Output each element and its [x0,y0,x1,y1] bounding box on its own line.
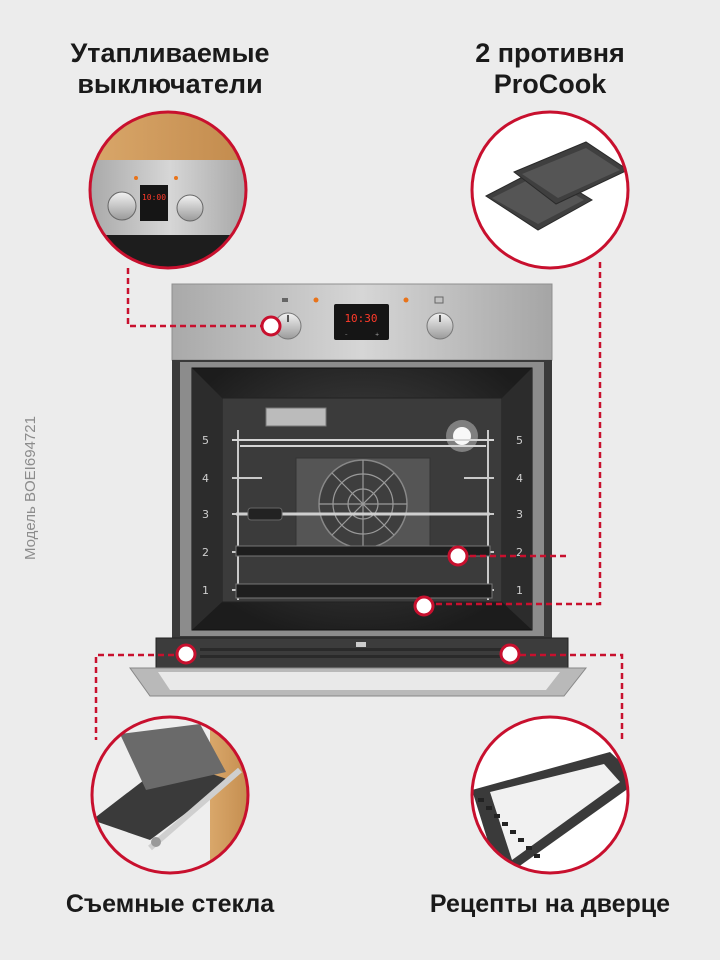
cavity-right-wall [502,368,532,630]
rack-number: 1 [516,584,523,597]
inset-recipes [470,715,630,875]
caption-line: Утапливаемые [70,38,270,68]
rack-number: 3 [516,508,523,521]
rack-number: 1 [202,584,209,597]
marker-tray-lower[interactable] [413,595,435,617]
caption-baking-trays: 2 противня ProCook [420,38,680,100]
rack-number: 2 [516,546,523,559]
grill-element [265,407,327,427]
rack-number: 3 [202,508,209,521]
rack-number: 5 [202,434,209,447]
oven: 10:30 – + [129,283,588,697]
callout-markers [175,315,521,665]
inset-trays [470,110,630,270]
cavity-left-wall [192,368,222,630]
rack-number: 4 [516,472,523,485]
rack-number: 4 [202,472,209,485]
temperature-symbol-icon [434,296,444,304]
door-vent-slots [200,648,510,658]
rack-number: 5 [516,434,523,447]
marker-glass[interactable] [175,643,197,665]
marker-recipes[interactable] [499,643,521,665]
marker-tray-upper[interactable] [447,545,469,567]
function-symbol-icon [282,298,288,302]
temperature-knob[interactable] [426,312,454,340]
caption-door-recipes: Рецепты на дверце [429,890,671,918]
clock-time: 10:30 [344,312,377,325]
indicator-light [313,297,319,303]
caption-removable-glass: Съемные стекла [65,890,275,918]
oven-door-handle[interactable] [158,672,560,690]
callout-lines [94,262,624,740]
baking-tray-upper [235,545,491,557]
baking-tray-lower [235,583,493,599]
clock-minus-icon: – [345,332,348,338]
oven-door-top [155,637,569,669]
wire-shelf-top [232,439,494,447]
caption-line: ProCook [493,69,607,100]
inset-knobs: 10:00 [88,110,248,270]
door-latch [356,642,366,647]
caption-line: выключатели [77,69,263,100]
indicator-light [403,297,409,303]
caption-retractable-knobs: Утапливаемые выключатели [40,38,300,100]
inset-clock-time: 10:00 [142,193,166,202]
rack-number: 2 [202,546,209,559]
spit-handle [247,507,283,521]
inset-glass [90,715,250,875]
clock-plus-icon: + [375,332,379,338]
clock-display [334,304,389,340]
caption-line: 2 противня [475,38,625,68]
marker-knob[interactable] [260,315,282,337]
